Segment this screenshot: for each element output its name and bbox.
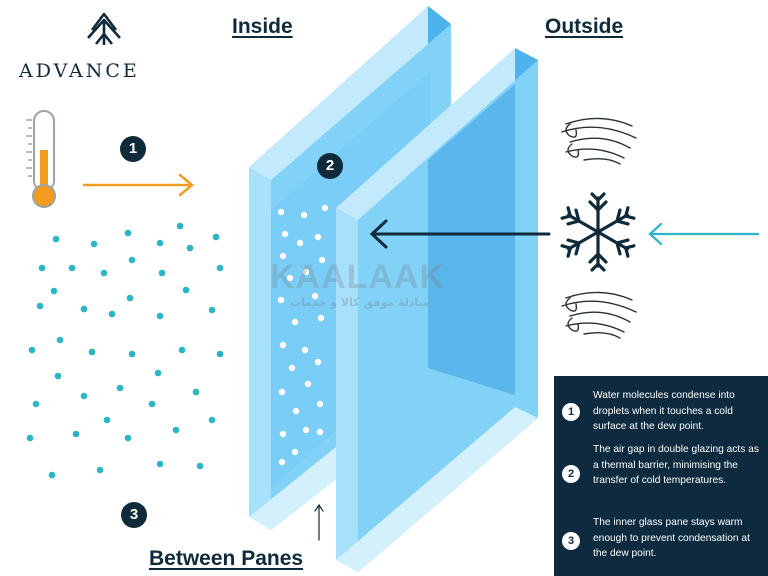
legend-number: 2 (562, 465, 580, 483)
legend-panel: 1 Water molecules condense into droplets… (554, 376, 768, 576)
outer-glass-pane (336, 48, 538, 572)
watermark-tagline: مبادلهٔ موفق کالا و خدمات (290, 296, 430, 309)
snowflake-icon (560, 192, 636, 272)
wind-icon (561, 117, 637, 165)
legend-number: 3 (562, 532, 580, 550)
heat-arrow (82, 173, 194, 197)
brand-name: ADVANCE (19, 60, 140, 82)
between-panes-arrow (314, 503, 324, 541)
tree-logo-icon (87, 12, 121, 45)
moisture-dots (26, 222, 224, 479)
marker-1: 1 (120, 136, 146, 162)
legend-text: The inner glass pane stays warm enough t… (593, 517, 750, 559)
gap-droplets (277, 204, 329, 466)
cold-transfer-arrow (369, 219, 551, 249)
legend-number: 1 (562, 403, 580, 421)
legend-text: Water molecules condense into droplets w… (593, 390, 735, 432)
outside-cold-arrow (648, 222, 760, 246)
thermometer-icon (26, 110, 56, 208)
outside-heading: Outside (545, 15, 624, 38)
inside-heading: Inside (232, 15, 293, 38)
wind-icon (561, 291, 637, 339)
marker-3: 3 (121, 502, 147, 528)
legend-text: The air gap in double glazing acts as a … (593, 444, 759, 486)
watermark-logo: KAALAAK (270, 258, 446, 296)
between-panes-heading: Between Panes (149, 547, 304, 570)
marker-2: 2 (317, 153, 343, 179)
